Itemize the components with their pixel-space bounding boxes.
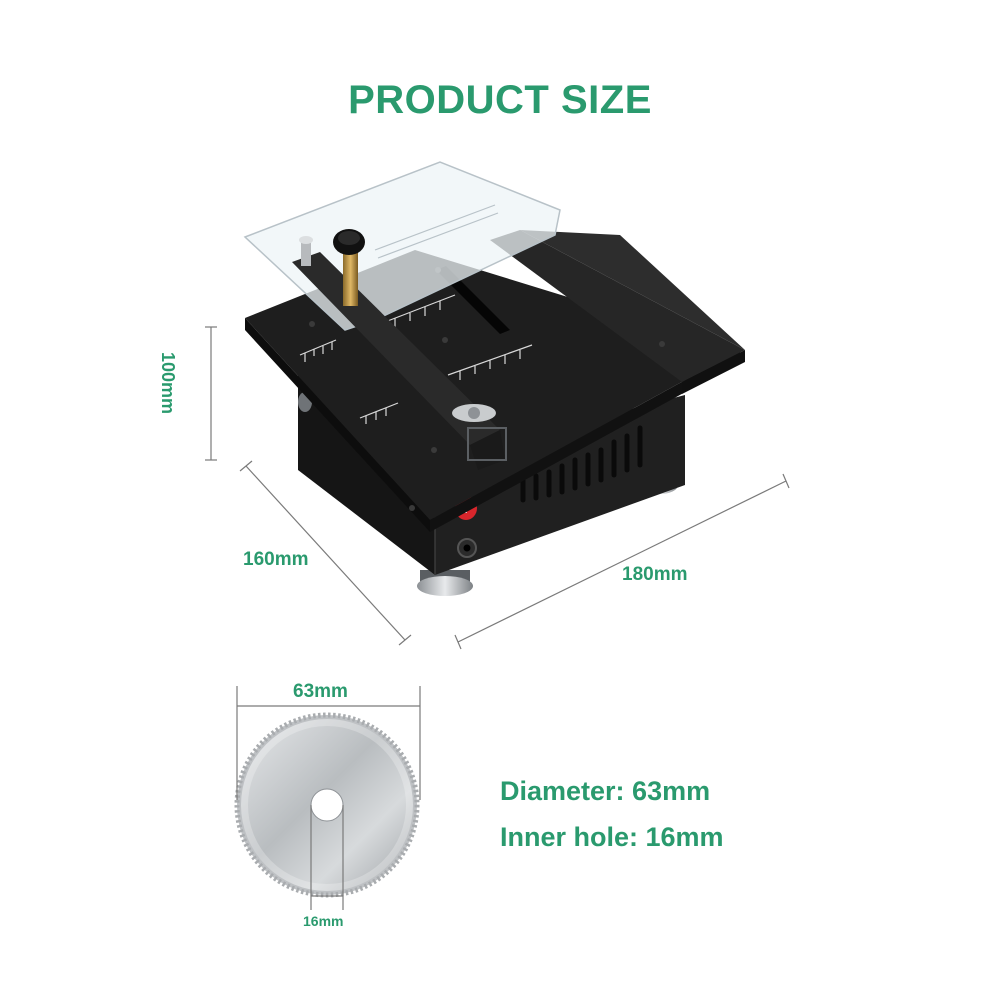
page-title: PRODUCT SIZE [348, 78, 652, 122]
blade-diameter-label: 63mm [293, 681, 348, 702]
blade-dimension-lines [236, 686, 421, 910]
fence-rail [490, 230, 745, 382]
height-dimension-label: 100mm [158, 352, 178, 415]
width-dimension-label: 180mm [622, 564, 688, 585]
saw-blade [234, 712, 420, 898]
table-saw [243, 161, 745, 596]
diameter-spec: Diameter: 63mm [500, 776, 711, 806]
blade-hole-label: 16mm [303, 913, 344, 929]
dimension-lines [205, 326, 790, 650]
blade-center-hole [310, 788, 344, 822]
wing-nut [452, 404, 496, 422]
adjustment-screw [299, 236, 313, 266]
inner-hole-spec: Inner hole: 16mm [500, 822, 724, 852]
depth-dimension-label: 160mm [243, 549, 309, 570]
cooling-vents [520, 425, 643, 503]
height-knob [333, 229, 365, 306]
ruler-scales [299, 294, 533, 424]
